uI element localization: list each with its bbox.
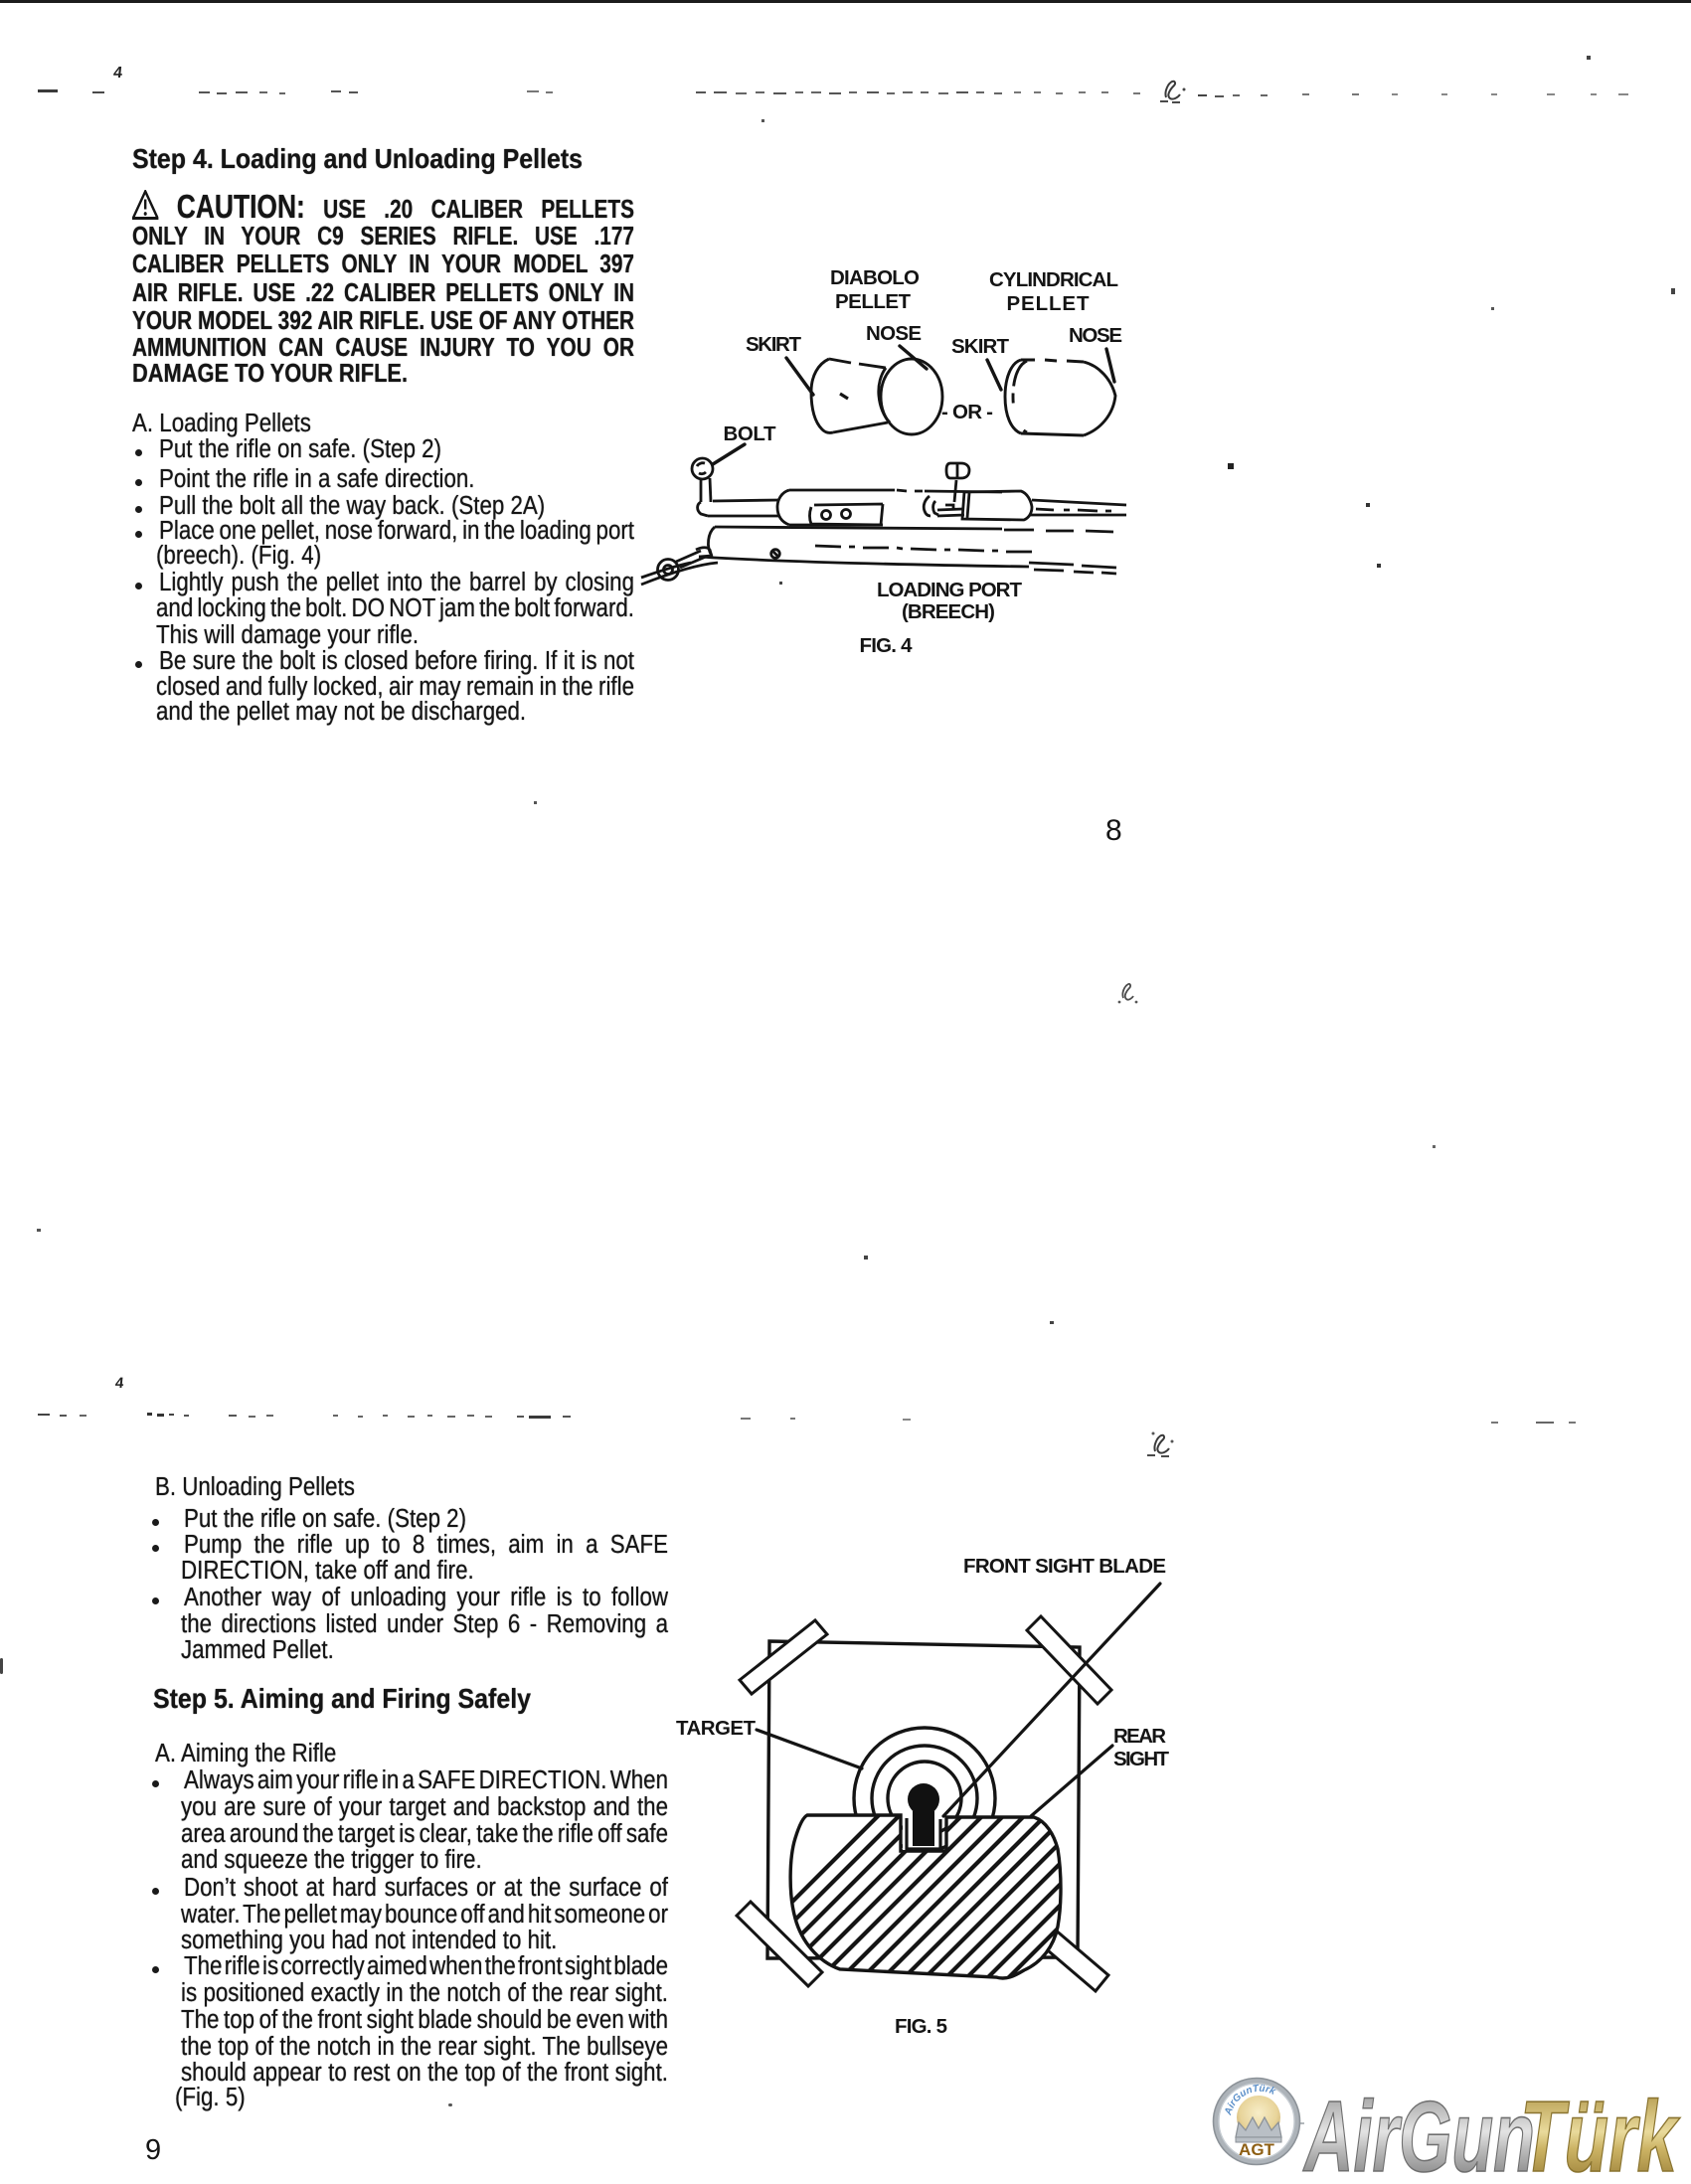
- svg-text:DIABOLO: DIABOLO: [830, 266, 920, 289]
- svg-text:Türk: Türk: [1520, 2082, 1680, 2184]
- svg-text:REAR: REAR: [1113, 1725, 1166, 1748]
- svg-text:SKIRT: SKIRT: [746, 333, 801, 356]
- svg-text:AGT: AGT: [1239, 2140, 1275, 2159]
- svg-text:NOSE: NOSE: [866, 322, 922, 345]
- svg-text:SKIRT: SKIRT: [951, 335, 1009, 358]
- svg-text:NOSE: NOSE: [1069, 324, 1122, 347]
- svg-text:LOADING PORT: LOADING PORT: [877, 579, 1022, 601]
- svg-text:CYLINDRICAL: CYLINDRICAL: [989, 268, 1118, 291]
- svg-text:PELLET: PELLET: [1007, 292, 1090, 315]
- svg-text:BOLT: BOLT: [724, 422, 776, 445]
- svg-text:TARGET: TARGET: [676, 1717, 756, 1740]
- svg-text:FIG. 4: FIG. 4: [860, 634, 914, 657]
- svg-text:- OR -: - OR -: [941, 401, 993, 423]
- svg-text:FIG. 5: FIG. 5: [895, 2015, 947, 2038]
- svg-text:PELLET: PELLET: [835, 290, 911, 313]
- svg-text:SIGHT: SIGHT: [1113, 1748, 1169, 1770]
- svg-text:AirGun: AirGun: [1302, 2082, 1535, 2184]
- svg-text:FRONT SIGHT BLADE: FRONT SIGHT BLADE: [963, 1555, 1166, 1578]
- svg-text:(BREECH): (BREECH): [902, 600, 995, 623]
